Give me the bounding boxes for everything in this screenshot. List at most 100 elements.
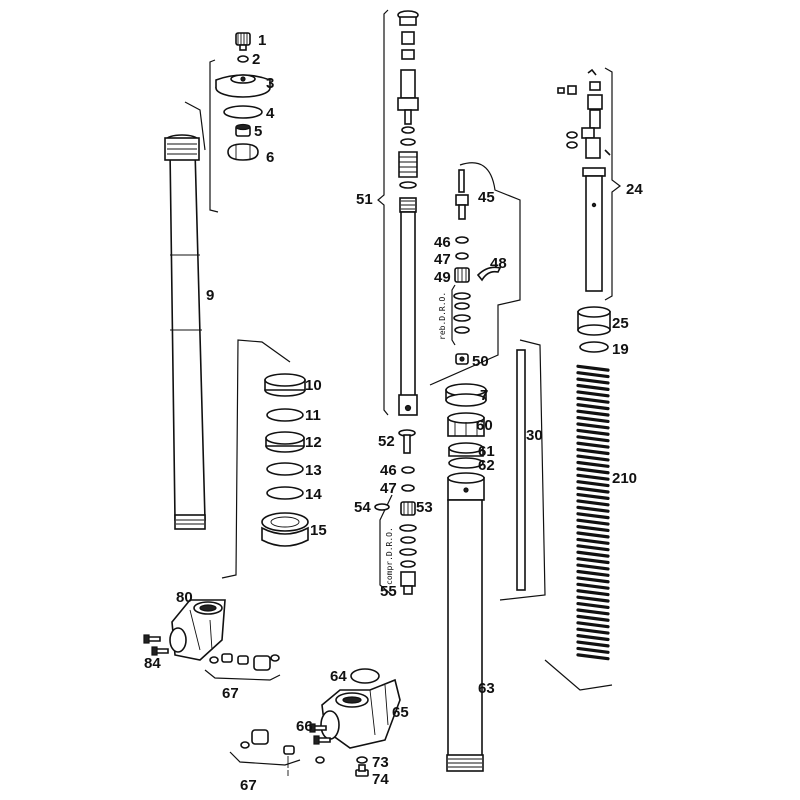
part-54-ring bbox=[374, 503, 390, 511]
bracket-reb bbox=[429, 162, 521, 386]
part-84-bolts bbox=[143, 634, 169, 656]
part-62-ring bbox=[448, 457, 484, 469]
label-84: 84 bbox=[144, 655, 161, 672]
part-3-fork-cap bbox=[215, 74, 271, 98]
part-25-bushing bbox=[577, 306, 611, 336]
label-46a: 46 bbox=[434, 234, 451, 251]
label-67b: 67 bbox=[240, 777, 257, 794]
rebound-shims bbox=[453, 292, 471, 334]
bracket-bushings bbox=[221, 339, 291, 579]
label-14: 14 bbox=[305, 486, 322, 503]
part-11-ring bbox=[266, 408, 304, 422]
part-1-adjuster-knob bbox=[235, 32, 251, 51]
label-62: 62 bbox=[478, 457, 495, 474]
label-15: 15 bbox=[310, 522, 327, 539]
annotation-compr: compr.D.R.O. bbox=[385, 527, 394, 585]
label-13: 13 bbox=[305, 462, 322, 479]
label-60: 60 bbox=[476, 417, 493, 434]
label-7: 7 bbox=[480, 387, 488, 404]
part-60-nut bbox=[447, 412, 485, 437]
bracket-51 bbox=[377, 9, 389, 416]
label-4: 4 bbox=[266, 105, 275, 122]
part-210-spring bbox=[576, 364, 610, 661]
label-47a: 47 bbox=[434, 251, 451, 268]
part-66-bolts bbox=[309, 723, 331, 745]
part-46-washer-b bbox=[401, 466, 415, 474]
part-74-bolt bbox=[355, 764, 369, 777]
bracket-24 bbox=[604, 67, 621, 301]
label-12: 12 bbox=[305, 434, 322, 451]
label-51: 51 bbox=[356, 191, 373, 208]
part-52-bolt bbox=[398, 429, 416, 454]
part-6-split-ring bbox=[227, 143, 259, 161]
label-1: 1 bbox=[258, 32, 266, 49]
part-65-axle-clamp bbox=[320, 678, 401, 749]
part-5-bushing bbox=[235, 123, 251, 137]
label-52: 52 bbox=[378, 433, 395, 450]
label-24: 24 bbox=[626, 181, 643, 198]
part-12-bushing bbox=[265, 431, 305, 453]
label-45: 45 bbox=[478, 189, 495, 206]
label-64: 64 bbox=[330, 668, 347, 685]
label-65: 65 bbox=[392, 704, 409, 721]
annotation-reb: reb.D.R.O. bbox=[438, 292, 447, 340]
part-51-cartridge bbox=[397, 10, 419, 416]
part-24-damper-assembly bbox=[557, 68, 611, 292]
part-15-dust-seal bbox=[261, 512, 309, 547]
part-7-bushing bbox=[445, 383, 487, 407]
part-67-pinch-parts-b bbox=[229, 729, 325, 776]
label-80: 80 bbox=[176, 589, 193, 606]
label-50: 50 bbox=[472, 353, 489, 370]
bracket-cap-parts bbox=[209, 59, 219, 213]
part-73-washer bbox=[356, 756, 368, 764]
label-210: 210 bbox=[612, 470, 637, 487]
label-67a: 67 bbox=[222, 685, 239, 702]
part-48-circlip bbox=[476, 266, 502, 282]
part-64-o-ring bbox=[350, 668, 380, 684]
label-61: 61 bbox=[478, 443, 495, 460]
label-9: 9 bbox=[206, 287, 214, 304]
label-5: 5 bbox=[254, 123, 262, 140]
part-63-inner-tube bbox=[446, 472, 485, 772]
label-53: 53 bbox=[416, 499, 433, 516]
part-61-seal bbox=[448, 442, 484, 457]
part-49-piston bbox=[454, 267, 470, 283]
bracket-reb-inner bbox=[451, 284, 456, 346]
part-45-piston-rod-end bbox=[455, 169, 469, 220]
part-47-washer-a bbox=[455, 252, 469, 260]
label-66: 66 bbox=[296, 718, 313, 735]
label-54: 54 bbox=[354, 499, 371, 516]
label-49: 49 bbox=[434, 269, 451, 286]
part-46-washer-a bbox=[455, 236, 469, 244]
label-47b: 47 bbox=[380, 480, 397, 497]
part-9-outer-tube bbox=[164, 134, 206, 530]
part-67-pinch-parts-a bbox=[204, 653, 281, 681]
leader-9 bbox=[184, 101, 206, 151]
label-25: 25 bbox=[612, 315, 629, 332]
label-30: 30 bbox=[526, 427, 543, 444]
label-73: 73 bbox=[372, 754, 389, 771]
part-47-washer-b bbox=[401, 484, 415, 492]
part-55-base-valve bbox=[400, 571, 416, 595]
label-11: 11 bbox=[305, 407, 321, 424]
part-14-ring bbox=[266, 486, 304, 500]
label-46b: 46 bbox=[380, 462, 397, 479]
part-4-o-ring bbox=[223, 105, 263, 119]
part-80-axle-clamp bbox=[169, 599, 226, 661]
bracket-210 bbox=[544, 659, 613, 691]
label-6: 6 bbox=[266, 149, 274, 166]
bracket-30 bbox=[499, 339, 546, 601]
part-50-nut bbox=[455, 353, 469, 365]
part-19-ring bbox=[579, 341, 609, 353]
label-19: 19 bbox=[612, 341, 629, 358]
label-3: 3 bbox=[266, 75, 274, 92]
label-74: 74 bbox=[372, 771, 389, 788]
spring-coils bbox=[576, 364, 610, 661]
compression-shims bbox=[399, 524, 417, 568]
part-2-o-ring bbox=[237, 55, 249, 63]
part-13-ring bbox=[266, 462, 304, 476]
part-53-piston bbox=[400, 501, 416, 516]
label-63: 63 bbox=[478, 680, 495, 697]
label-10: 10 bbox=[305, 377, 322, 394]
